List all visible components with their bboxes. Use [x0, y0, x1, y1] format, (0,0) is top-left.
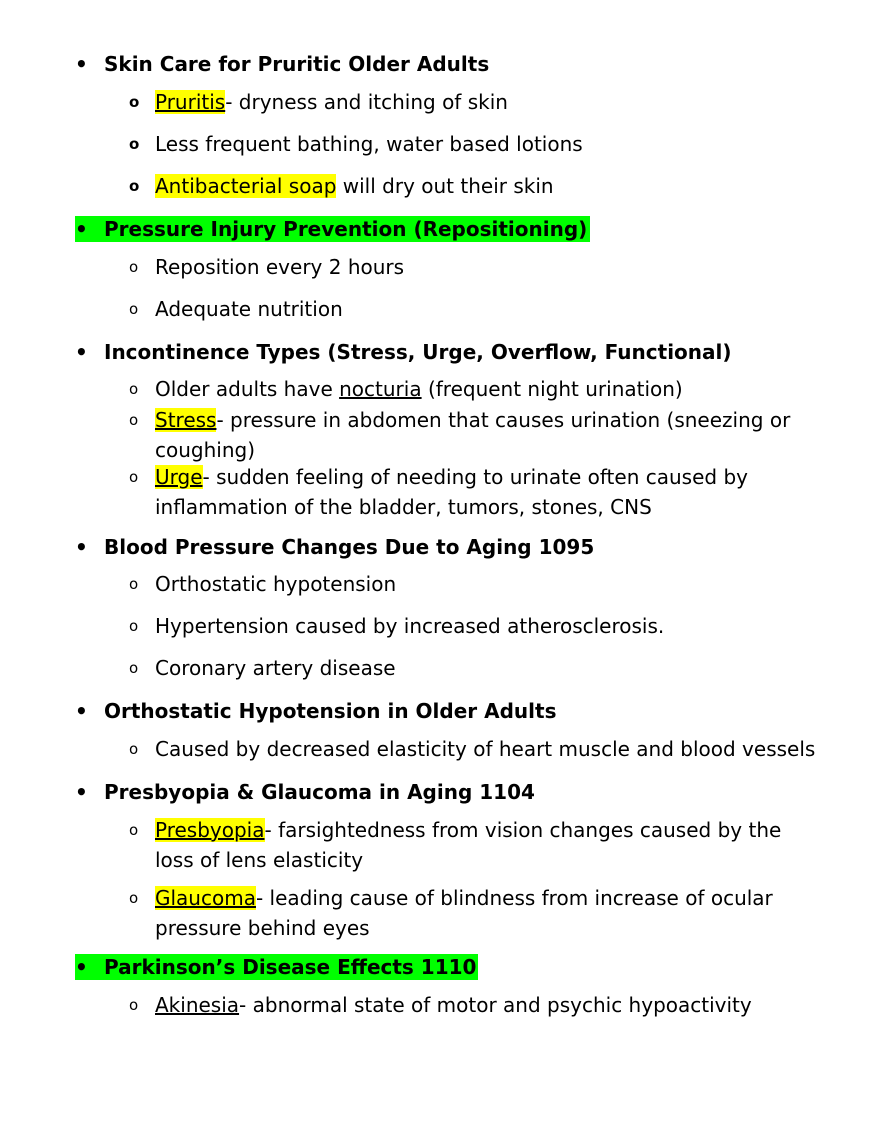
sub-bullet-marker: o — [129, 177, 140, 195]
item-text: inflammation of the bladder, tumors, sto… — [155, 495, 652, 519]
highlighted-term: Urge — [155, 465, 203, 489]
sub-bullet-marker: o — [129, 93, 140, 111]
item-text: - dryness and itching of skin — [225, 90, 508, 114]
heading-text: Pressure Injury Prevention (Repositionin… — [104, 217, 588, 241]
heading-text: Blood Pressure Changes Due to Aging 1095 — [104, 535, 595, 559]
item-text: Less frequent bathing, water based lotio… — [155, 132, 583, 156]
item-text: will dry out their skin — [336, 174, 554, 198]
bullet-marker: • — [75, 340, 88, 364]
item-text: Reposition every 2 hours — [155, 255, 405, 279]
item-text: Adequate nutrition — [155, 297, 343, 321]
item-text: pressure behind eyes — [155, 916, 370, 940]
sub-bullet-marker: o — [129, 659, 139, 677]
item-text: - abnormal state of motor and psychic hy… — [239, 993, 752, 1017]
item-text: - sudden feeling of needing to urinate o… — [202, 465, 748, 489]
heading-text: Incontinence Types (Stress, Urge, Overfl… — [104, 340, 732, 364]
heading-highlight — [75, 216, 590, 242]
highlighted-term: Glaucoma — [155, 886, 256, 910]
sub-bullet-marker: o — [129, 468, 139, 486]
underlined-term: Akinesia — [155, 993, 240, 1017]
sub-bullet-marker: o — [129, 258, 139, 276]
sub-bullet-marker: o — [129, 380, 139, 398]
item-text: Orthostatic hypotension — [155, 572, 397, 596]
bullet-marker: • — [75, 699, 88, 723]
bullet-marker: • — [75, 955, 88, 979]
sub-bullet-marker: o — [129, 617, 139, 635]
sub-bullet-marker: o — [129, 821, 139, 839]
sub-bullet-marker: o — [129, 411, 139, 429]
sub-bullet-marker: o — [129, 996, 139, 1014]
item-text: (frequent night urination) — [421, 377, 683, 401]
item-text: Hypertension caused by increased atheros… — [155, 614, 665, 638]
bullet-marker: • — [75, 52, 88, 76]
bullet-marker: • — [75, 535, 88, 559]
item-text: - pressure in abdomen that causes urinat… — [216, 408, 791, 432]
heading-text: Presbyopia & Glaucoma in Aging 1104 — [104, 780, 535, 804]
bullet-marker: • — [75, 217, 88, 241]
highlighted-term: Stress — [155, 408, 217, 432]
item-text: coughing) — [155, 438, 256, 462]
heading-text: Orthostatic Hypotension in Older Adults — [104, 699, 557, 723]
sub-bullet-marker: o — [129, 889, 139, 907]
underlined-term: nocturia — [339, 377, 422, 401]
heading-text: Parkinson’s Disease Effects 1110 — [104, 955, 477, 979]
item-text: Coronary artery disease — [155, 656, 396, 680]
sub-bullet-marker: o — [129, 300, 139, 318]
item-text: - farsightedness from vision changes cau… — [264, 818, 782, 842]
item-text: Caused by decreased elasticity of heart … — [155, 737, 816, 761]
item-text: Older adults have — [155, 377, 340, 401]
item-text: - leading cause of blindness from increa… — [255, 886, 773, 910]
heading-text: Skin Care for Pruritic Older Adults — [104, 52, 490, 76]
highlighted-term: Antibacterial soap — [155, 174, 337, 198]
highlighted-term: Presbyopia — [155, 818, 265, 842]
sub-bullet-marker: o — [129, 740, 139, 758]
sub-bullet-marker: o — [129, 135, 140, 153]
sub-bullet-marker: o — [129, 575, 139, 593]
highlighted-term: Pruritis — [155, 90, 226, 114]
heading-highlight — [75, 954, 478, 980]
bullet-marker: • — [75, 780, 88, 804]
item-text: loss of lens elasticity — [155, 848, 364, 872]
